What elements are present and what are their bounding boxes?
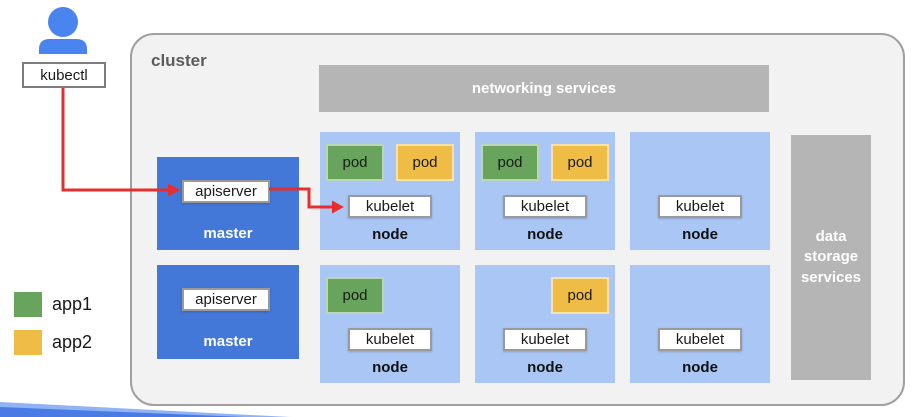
- node-box-4: pod kubelet node: [320, 265, 460, 383]
- cluster-label: cluster: [151, 51, 207, 70]
- node-label: node: [682, 226, 718, 243]
- pod-app1: pod: [326, 277, 384, 314]
- pod-app1: pod: [326, 144, 384, 181]
- pod-app1: pod: [481, 144, 539, 181]
- node-box-2: pod pod kubelet node: [475, 132, 615, 250]
- pod-app2: pod: [551, 144, 609, 181]
- master-label: master: [203, 333, 253, 350]
- kubelet-box: kubelet: [658, 195, 742, 218]
- pod-app2: pod: [551, 277, 609, 314]
- data-storage-services-label: data storage services: [800, 228, 862, 286]
- data-storage-services-bar: data storage services: [791, 135, 871, 380]
- apiserver-box: apiserver: [182, 180, 270, 203]
- legend-label-app2: app2: [52, 332, 93, 352]
- apiserver-label: apiserver: [195, 291, 257, 308]
- apiserver-box: apiserver: [182, 288, 270, 311]
- kubelet-box: kubelet: [658, 328, 742, 351]
- kubectl-label: kubectl: [40, 66, 88, 84]
- kubelet-box: kubelet: [503, 328, 587, 351]
- cluster-panel: cluster networking services data storage…: [130, 33, 905, 406]
- legend-swatch-app2: [14, 330, 42, 355]
- kubectl-box: kubectl: [22, 62, 106, 88]
- apiserver-label: apiserver: [195, 183, 257, 200]
- master-box-1: apiserver master: [157, 157, 299, 250]
- networking-services-bar: networking services: [319, 65, 769, 112]
- pod-app2: pod: [396, 144, 454, 181]
- node-box-5: pod kubelet node: [475, 265, 615, 383]
- kubelet-box: kubelet: [348, 328, 432, 351]
- node-box-6: kubelet node: [630, 265, 770, 383]
- node-label: node: [372, 226, 408, 243]
- networking-services-label: networking services: [471, 80, 617, 97]
- node-box-3: kubelet node: [630, 132, 770, 250]
- kubelet-box: kubelet: [503, 195, 587, 218]
- node-box-1: pod pod kubelet node: [320, 132, 460, 250]
- node-label: node: [527, 359, 563, 376]
- master-box-2: apiserver master: [157, 265, 299, 359]
- master-label: master: [203, 225, 253, 242]
- node-label: node: [682, 359, 718, 376]
- node-label: node: [527, 226, 563, 243]
- legend-swatch-app1: [14, 292, 42, 317]
- legend-label-app1: app1: [52, 294, 93, 314]
- user-icon: [39, 7, 87, 54]
- kubelet-box: kubelet: [348, 195, 432, 218]
- node-label: node: [372, 359, 408, 376]
